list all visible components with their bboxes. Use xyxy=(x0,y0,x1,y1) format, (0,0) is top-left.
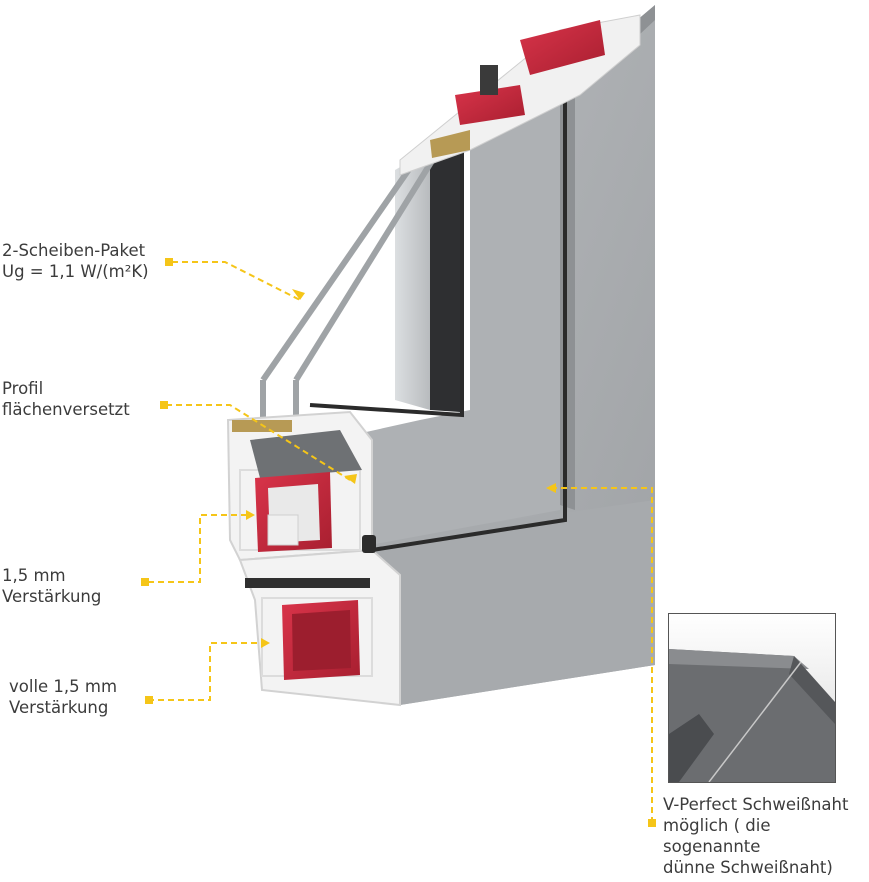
outer-frame xyxy=(370,5,655,705)
leader-full-reinforcement xyxy=(148,642,265,701)
label-glazing-line2: Ug = 1,1 W/(m²K) xyxy=(2,262,149,281)
label-full-reinforcement-line1: volle 1,5 mm xyxy=(9,677,118,696)
label-profile-line1: Profil xyxy=(2,379,44,398)
label-reinforcement: 1,5 mm Verstärkung xyxy=(2,565,101,607)
leader-glazing xyxy=(172,261,301,301)
label-reinforcement-line1: 1,5 mm xyxy=(2,566,66,585)
label-glazing: 2-Scheiben-Paket Ug = 1,1 W/(m²K) xyxy=(2,240,149,282)
label-reinforcement-line2: Verstärkung xyxy=(2,587,102,606)
weld-detail-inset xyxy=(668,613,836,783)
label-full-reinforcement-line2: Verstärkung xyxy=(9,698,109,717)
leader-weld xyxy=(555,487,653,823)
label-weld-line4: dünne Schweißnaht) xyxy=(663,858,833,877)
glass-panes xyxy=(260,130,460,420)
label-full-reinforcement: volle 1,5 mm Verstärkung xyxy=(9,676,117,718)
label-weld-line2: möglich ( die xyxy=(663,816,771,835)
top-profile-section xyxy=(399,14,641,176)
label-weld: V-Perfect Schweißnaht möglich ( die soge… xyxy=(663,794,848,878)
label-glazing-line1: 2-Scheiben-Paket xyxy=(2,241,146,260)
label-weld-line3: sogenannte xyxy=(663,837,761,856)
sash-reinforcement xyxy=(255,472,332,552)
label-weld-line1: V-Perfect Schweißnaht xyxy=(663,795,849,814)
label-profile-line2: flächenversetzt xyxy=(2,400,130,419)
leader-lines xyxy=(148,261,653,823)
leader-markers xyxy=(141,258,656,827)
frame-reinforcement xyxy=(282,600,360,680)
sash-face xyxy=(309,80,567,552)
leader-profile xyxy=(166,404,351,481)
leader-reinforcement xyxy=(148,514,250,583)
label-profile: Profil flächenversetzt xyxy=(2,378,130,420)
